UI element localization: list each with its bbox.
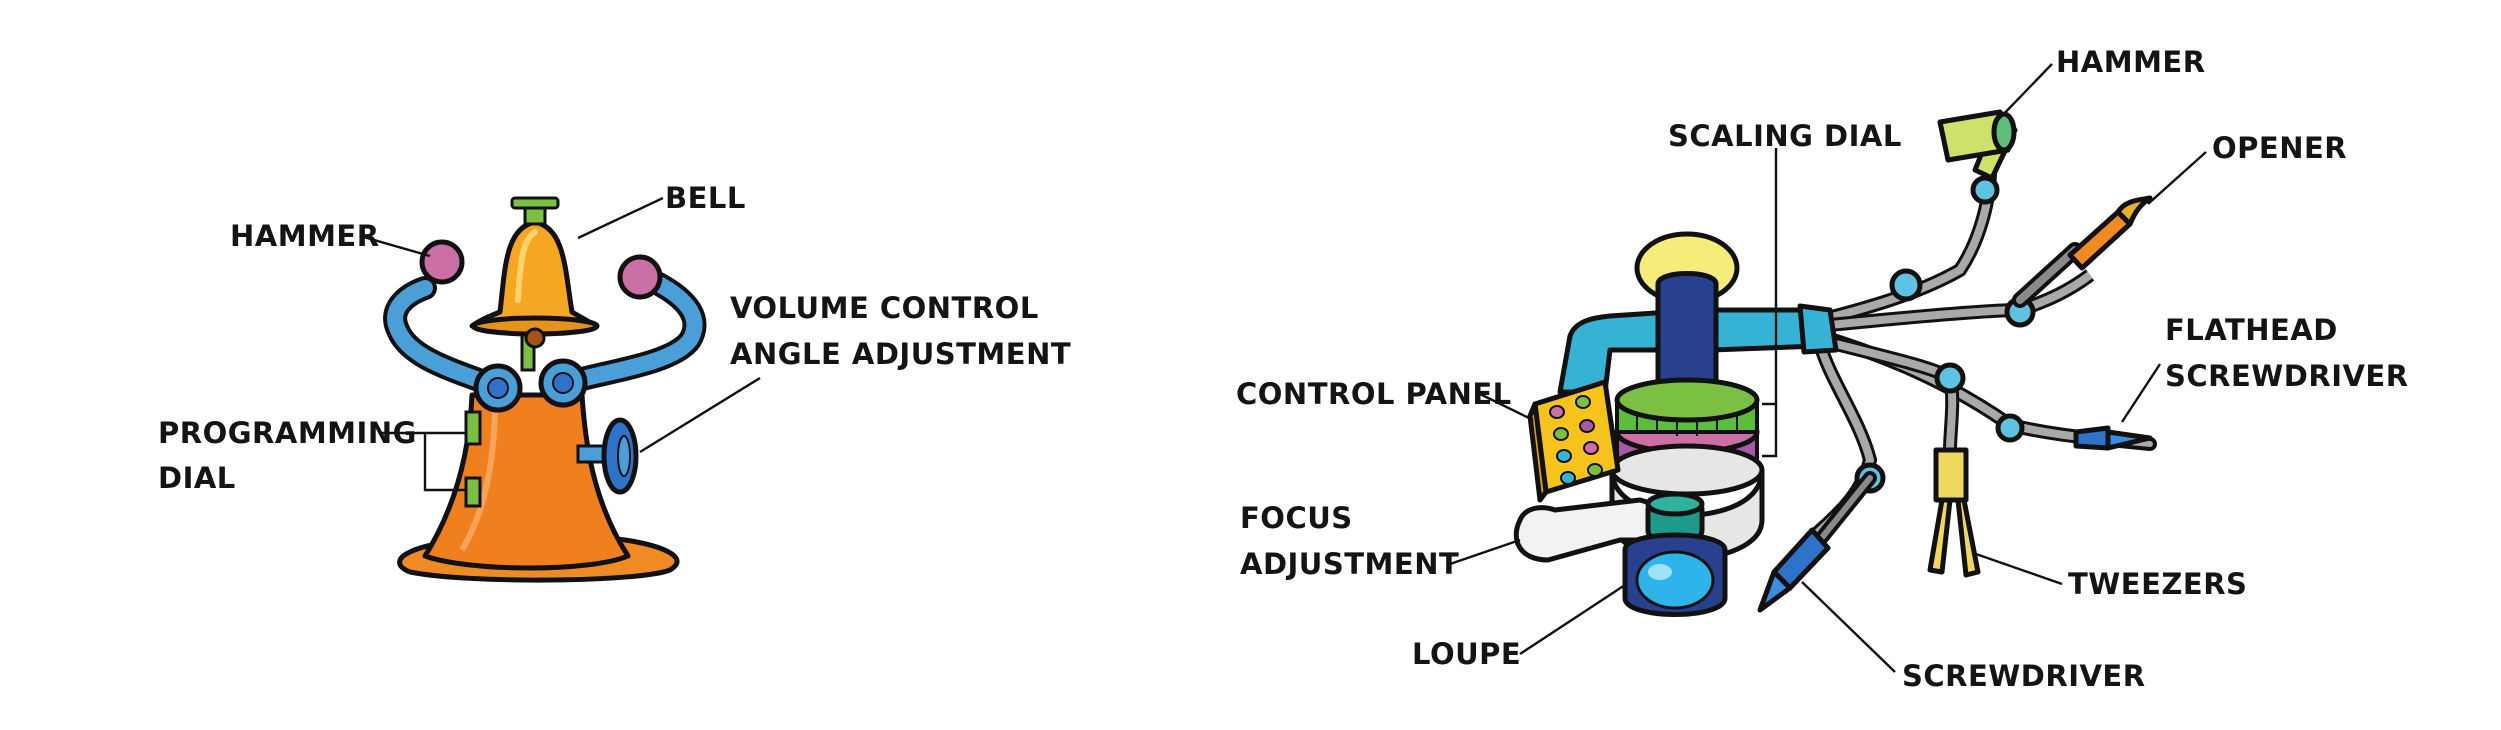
joint-hammer [1970, 175, 2000, 205]
label-control-panel: CONTROL PANEL [1236, 377, 1512, 411]
label-bell: BELL [665, 181, 746, 215]
leader-opener [2147, 151, 2207, 205]
leader-scaling-dial [1762, 148, 1778, 406]
bell-clapper [524, 327, 546, 349]
label-hammer-left: HAMMER [230, 219, 380, 253]
right-labels: SCALING DIAL HAMMER OPENER FLATHEAD SCRE… [1236, 45, 2409, 693]
scaling-dial-upper [1614, 377, 1760, 423]
left-hammer-ball [419, 239, 465, 285]
flathead-screwdriver-tool [2073, 425, 2111, 451]
leader-screwdriver [1801, 581, 1896, 673]
label-loupe: LOUPE [1412, 637, 1521, 671]
bell-handle [510, 196, 560, 210]
bell-robot-illustration [383, 196, 707, 583]
leader-tweezers [1975, 552, 2063, 586]
label-programming: PROGRAMMING [158, 416, 417, 450]
right-leader-lines [1449, 63, 2207, 673]
control-panel-buttons [1549, 395, 1603, 485]
label-angle-adjustment: ANGLE ADJUSTMENT [730, 337, 1071, 371]
leader-control-panel [1479, 392, 1534, 422]
leader-hammer-right [1995, 63, 2053, 123]
leader-loupe [1519, 583, 1626, 656]
leader-volume [639, 376, 761, 454]
label-tweezers: TWEEZERS [2068, 567, 2247, 601]
opener-tool [2067, 209, 2133, 271]
label-scaling-dial: SCALING DIAL [1668, 119, 1902, 153]
right-arm [552, 274, 703, 393]
robot-body [422, 392, 631, 571]
label-screwdriver: SCREWDRIVER [1902, 659, 2146, 693]
leader-programming [380, 431, 466, 492]
leader-flathead [2120, 363, 2162, 423]
leader-bell [577, 196, 664, 240]
right-hammer-ball [617, 254, 663, 300]
tweezers-tool [1933, 447, 1969, 503]
label-dial: DIAL [158, 461, 236, 495]
left-leader-lines [359, 196, 761, 492]
label-flathead-screwdriver: SCREWDRIVER [2165, 359, 2409, 393]
label-hammer-right: HAMMER [2056, 45, 2206, 79]
leader-focus [1449, 538, 1521, 566]
label-volume-control: VOLUME CONTROL [730, 291, 1039, 325]
label-focus: FOCUS [1240, 501, 1353, 535]
label-opener: OPENER [2212, 131, 2347, 165]
left-labels: HAMMER BELL VOLUME CONTROL ANGLE ADJUSTM… [158, 181, 1071, 495]
loupe-lens [1635, 550, 1715, 610]
tool-illustration [1513, 109, 2157, 617]
programming-dial-top [464, 410, 482, 446]
tower-column [1655, 271, 1719, 389]
label-focus-adjustment: ADJUSTMENT [1240, 547, 1459, 581]
leader-hammer-left [359, 234, 431, 258]
label-flathead: FLATHEAD [2165, 313, 2338, 347]
left-arm [387, 280, 508, 396]
bell-icon [469, 219, 599, 329]
programming-dial-bottom [464, 476, 482, 508]
